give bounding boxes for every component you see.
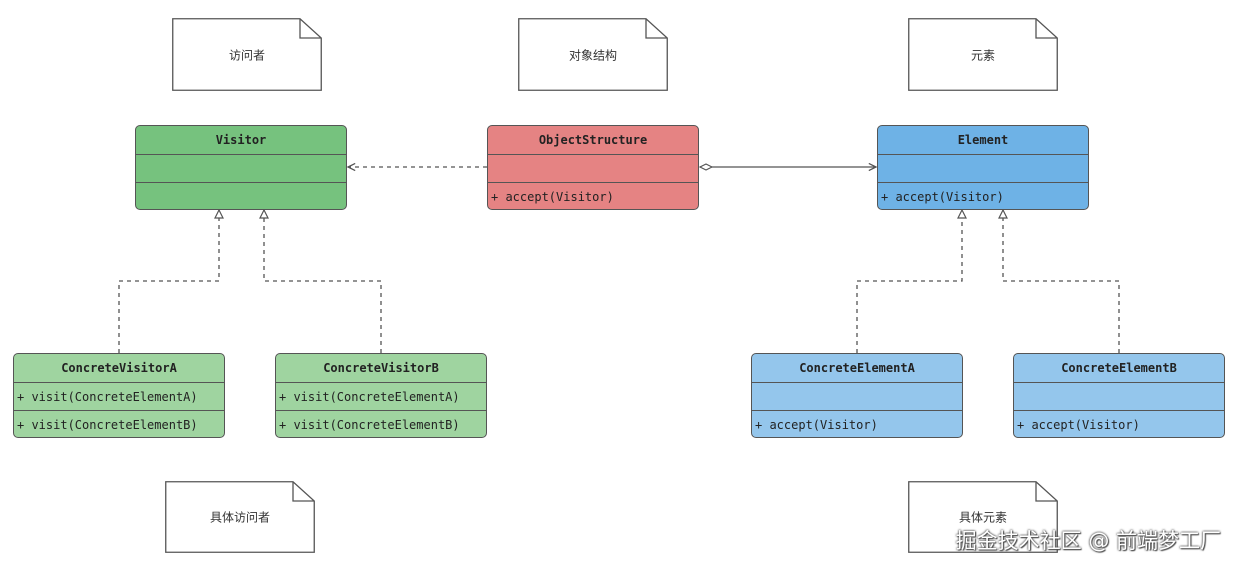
class-name: ConcreteElementB xyxy=(1061,361,1177,375)
note-visitor: 访问者 xyxy=(172,18,322,91)
class-concrete-visitor-a: ConcreteVisitorA + visit(ConcreteElement… xyxy=(13,353,225,438)
class-concrete-element-b: ConcreteElementB + accept(Visitor) xyxy=(1013,353,1225,438)
class-method: + visit(ConcreteElementB) xyxy=(14,410,224,437)
class-name: ObjectStructure xyxy=(538,133,648,147)
class-method: + accept(Visitor) xyxy=(1014,410,1224,437)
class-object-structure: ObjectStructure + accept(Visitor) xyxy=(487,125,699,210)
note-concrete-element: 具体元素 xyxy=(908,481,1058,553)
realization-arrow-element-a xyxy=(856,210,962,353)
class-visitor: Visitor xyxy=(135,125,347,210)
realization-arrow-element-b xyxy=(1003,210,1120,353)
class-methods xyxy=(136,182,346,209)
class-methods: + accept(Visitor) xyxy=(488,182,698,209)
class-attributes xyxy=(136,154,346,182)
note-object-structure: 对象结构 xyxy=(518,18,668,91)
class-method: + visit(ConcreteElementA) xyxy=(14,382,224,410)
class-attributes xyxy=(878,154,1088,182)
note-text: 元素 xyxy=(970,48,995,62)
note-text: 对象结构 xyxy=(568,48,617,62)
class-attributes xyxy=(488,154,698,182)
class-attributes xyxy=(752,382,962,410)
class-name: Visitor xyxy=(215,133,267,147)
note-element: 元素 xyxy=(908,18,1058,91)
watermark: 掘金技术社区 @ 前端梦工厂 xyxy=(955,529,1221,553)
note-concrete-visitor: 具体访问者 xyxy=(165,481,315,553)
class-name: Element xyxy=(957,133,1009,147)
class-method: + visit(ConcreteElementA) xyxy=(276,382,486,410)
class-concrete-visitor-b: ConcreteVisitorB + visit(ConcreteElement… xyxy=(275,353,487,438)
note-text: 访问者 xyxy=(228,48,265,62)
class-name: ConcreteVisitorA xyxy=(61,361,177,375)
note-text: 具体元素 xyxy=(958,510,1007,525)
realization-arrow-visitor-a xyxy=(118,210,219,353)
realization-arrow-visitor-b xyxy=(264,210,382,353)
class-method: + accept(Visitor) xyxy=(752,410,962,437)
class-name: ConcreteElementA xyxy=(799,361,915,375)
note-text: 具体访问者 xyxy=(209,510,270,525)
class-name: ConcreteVisitorB xyxy=(323,361,439,375)
class-method: + visit(ConcreteElementB) xyxy=(276,410,486,437)
class-concrete-element-a: ConcreteElementA + accept(Visitor) xyxy=(751,353,963,438)
class-methods: + accept(Visitor) xyxy=(878,182,1088,209)
class-attributes xyxy=(1014,382,1224,410)
class-element: Element + accept(Visitor) xyxy=(877,125,1089,210)
